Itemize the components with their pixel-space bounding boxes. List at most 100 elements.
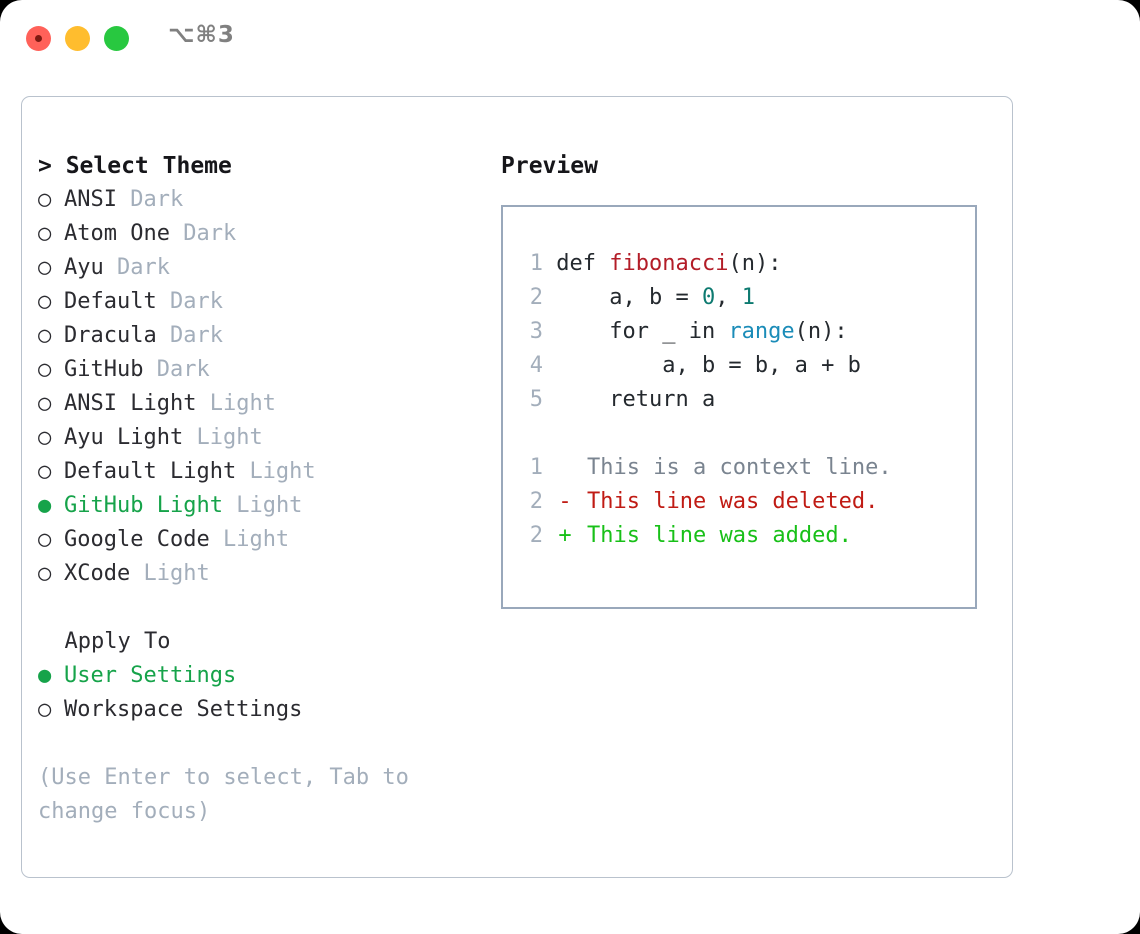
radio-unselected-icon: ○ [38, 357, 52, 382]
diff-text: This line was added. [587, 523, 852, 548]
radio-unselected-icon: ○ [38, 221, 52, 246]
theme-option-label: GitHub [64, 357, 144, 382]
theme-variant-badge: Dark [169, 323, 223, 348]
radio-unselected-icon: ○ [38, 697, 52, 722]
label-badge-separator [104, 255, 117, 280]
diff-line-deleted: 2-This line was deleted. [517, 485, 975, 519]
theme-option-label: GitHub Light [64, 493, 223, 518]
theme-variant-badge: Dark [169, 289, 223, 314]
line-number: 2 [529, 285, 543, 310]
apply-to-list[interactable]: ●User Settings○Workspace Settings [38, 659, 488, 727]
apply-to-option-workspace-settings[interactable]: ○Workspace Settings [38, 693, 488, 727]
line-number: 4 [529, 353, 543, 378]
code-token-plain: (n): [794, 319, 848, 344]
radio-unselected-icon: ○ [38, 289, 52, 314]
theme-option-label: Ayu Light [64, 425, 184, 450]
radio-selected-icon: ● [38, 493, 52, 518]
apply-to-option-label: User Settings [64, 663, 237, 688]
radio-unselected-icon: ○ [38, 391, 52, 416]
code-token-fn: fibonacci [609, 251, 729, 276]
main-card: > Select Theme ○ANSI Dark○Atom One Dark○… [21, 96, 1013, 878]
theme-option-default-light[interactable]: ○Default Light Light [38, 455, 488, 489]
theme-option-github[interactable]: ○ GitHub Dark [38, 353, 488, 387]
list-spacer [38, 591, 488, 625]
theme-option-label: Dracula [64, 323, 157, 348]
code-text: def fibonacci(n): [556, 251, 781, 276]
code-text: for _ in range(n): [556, 319, 847, 344]
code-token-num: 0 [701, 285, 716, 310]
theme-option-label: Default [64, 289, 157, 314]
label-badge-separator [223, 493, 236, 518]
line-number: 2 [529, 489, 543, 514]
theme-option-xcode[interactable]: ○XCode Light [38, 557, 488, 591]
titlebar: ⌥⌘3 [0, 0, 1140, 76]
code-token-call: range [728, 319, 795, 344]
theme-option-atom-one[interactable]: ○ Atom One Dark [38, 217, 488, 251]
line-number: 2 [529, 523, 543, 548]
preview-title: Preview [501, 153, 598, 179]
label-badge-separator [117, 187, 130, 212]
theme-variant-badge: Dark [183, 221, 237, 246]
theme-option-label: ANSI Light [64, 391, 197, 416]
theme-variant-badge: Light [236, 493, 303, 518]
gutter-gap [543, 285, 556, 310]
maximize-window-button[interactable] [104, 26, 129, 51]
theme-variant-badge: Light [196, 425, 263, 450]
theme-picker-panel: > Select Theme ○ANSI Dark○Atom One Dark○… [38, 149, 488, 829]
theme-variant-badge: Dark [156, 357, 210, 382]
line-number: 1 [529, 251, 543, 276]
code-line: 3 for _ in range(n): [517, 315, 975, 349]
theme-option-github-light[interactable]: ● GitHub Light Light [38, 489, 488, 523]
diff-line-context: 1 This is a context line. [517, 451, 975, 485]
theme-option-default[interactable]: ○ Default Dark [38, 285, 488, 319]
theme-variant-badge: Light [143, 561, 210, 586]
diff-marker-icon: - [558, 489, 572, 514]
keyboard-shortcut-label: ⌥⌘3 [168, 22, 235, 48]
theme-variant-badge: Light [222, 527, 290, 552]
label-badge-separator [210, 527, 223, 552]
diff-marker-icon: + [558, 523, 572, 548]
theme-option-label: Default Light [64, 459, 237, 484]
diff-text: This line was deleted. [587, 489, 879, 514]
gutter-gap [543, 251, 556, 276]
apply-to-header: Apply To [38, 629, 171, 654]
line-number: 1 [529, 455, 543, 480]
theme-option-label: Atom One [64, 221, 170, 246]
radio-unselected-icon: ○ [38, 425, 52, 450]
diff-text: This is a context line. [587, 455, 892, 480]
gutter-gap [543, 319, 556, 344]
close-window-button[interactable] [26, 26, 51, 51]
theme-option-label: Google Code [64, 527, 210, 552]
theme-option-ayu[interactable]: ○Ayu Dark [38, 251, 488, 285]
theme-option-dracula[interactable]: ○Dracula Dark [38, 319, 488, 353]
select-theme-header: > Select Theme [38, 153, 232, 179]
theme-option-label: XCode [64, 561, 131, 586]
theme-option-label: Ayu [64, 255, 104, 280]
code-line: 2 a, b = 0, 1 [517, 281, 975, 315]
diff-marker-icon [543, 451, 587, 485]
theme-list[interactable]: ○ANSI Dark○Atom One Dark○Ayu Dark○Defaul… [38, 183, 488, 591]
gutter-gap [543, 353, 556, 378]
theme-option-ansi-light[interactable]: ○ANSI Light Light [38, 387, 488, 421]
apply-to-option-user-settings[interactable]: ●User Settings [38, 659, 488, 693]
line-number: 3 [529, 319, 543, 344]
theme-option-ansi[interactable]: ○ANSI Dark [38, 183, 488, 217]
window-controls [26, 26, 129, 51]
code-token-plain: return a [556, 387, 716, 412]
code-token-num: 1 [741, 285, 755, 310]
label-badge-separator [183, 425, 196, 450]
code-token-plain: for _ in [556, 319, 729, 344]
theme-option-label: ANSI [64, 187, 117, 212]
keyboard-hint-text: (Use Enter to select, Tab to change focu… [38, 765, 409, 824]
code-line: 5 return a [517, 383, 975, 417]
code-line: 1 def fibonacci(n): [517, 247, 975, 281]
theme-option-ayu-light[interactable]: ○ Ayu Light Light [38, 421, 488, 455]
preview-gap [517, 417, 975, 451]
minimize-window-button[interactable] [65, 26, 90, 51]
label-badge-separator [143, 357, 156, 382]
preview-panel: Preview 1 def fibonacci(n):2 a, b = 0, 1… [501, 149, 1001, 609]
theme-option-google-code[interactable]: ○Google Code Light [38, 523, 488, 557]
